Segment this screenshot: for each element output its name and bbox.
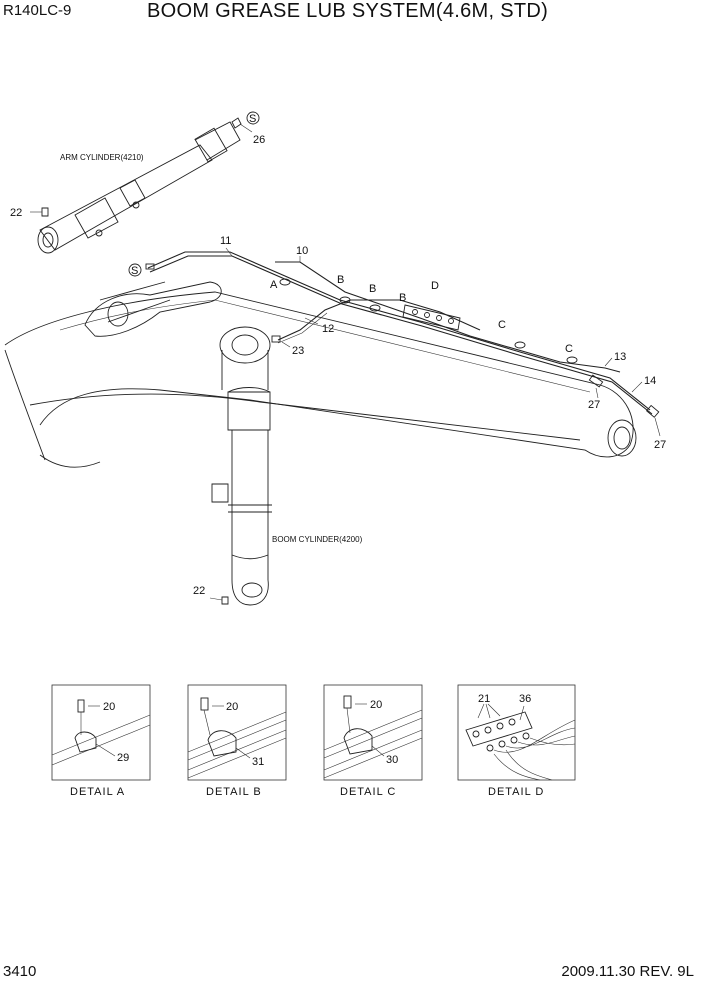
detail-a-part-29: 29 [117,752,129,764]
callout-10: 10 [296,245,308,257]
detail-d: 21 36 DETAIL D [457,684,576,798]
boom [4,281,637,468]
detail-b: 20 31 DETAIL B [187,684,287,798]
arm-cylinder [30,117,253,254]
section-mark-s1: S [249,113,256,125]
callout-27-left: 27 [588,399,600,411]
callout-14: 14 [644,375,656,387]
callout-22-top: 22 [10,207,22,219]
callout-12: 12 [322,323,334,335]
detail-b-part-20: 20 [226,701,238,713]
detail-b-part-31: 31 [252,756,264,768]
boom-cylinder [209,326,272,606]
detail-a-part-20: 20 [103,701,115,713]
arm-cylinder-label: ARM CYLINDER(4210) [60,153,144,162]
detail-c-part-20: 20 [370,699,382,711]
section-mark-c1: C [498,319,506,331]
detail-d-part-36: 36 [519,693,531,705]
section-mark-b2: B [369,283,376,295]
detail-b-title: DETAIL B [206,786,262,798]
boom-cylinder-label: BOOM CYLINDER(4200) [272,535,363,544]
callout-22-bottom: 22 [193,585,205,597]
section-mark-b1: B [337,274,344,286]
callout-11: 11 [220,235,231,247]
page-title: BOOM GREASE LUB SYSTEM(4.6M, STD) [147,0,549,22]
section-mark-c2: C [565,343,573,355]
callout-26: 26 [253,134,265,146]
detail-d-part-21: 21 [478,693,490,705]
detail-c-part-30: 30 [386,754,398,766]
detail-a: 20 29 DETAIL A [51,684,151,798]
s-circle-left [128,263,142,277]
s-circle-top [246,111,260,125]
detail-c: 20 30 DETAIL C [323,684,423,798]
revision-date: 2009.11.30 REV. 9L [561,963,694,980]
detail-a-title: DETAIL A [70,786,125,798]
callout-27-right: 27 [654,439,666,451]
section-mark-d: D [431,280,439,292]
section-mark-b3: B [399,292,406,304]
grease-lines [145,251,660,418]
callout-13: 13 [614,351,626,363]
section-mark-s2: S [131,265,138,277]
leader-lines [225,247,661,437]
detail-c-title: DETAIL C [340,786,396,798]
detail-d-title: DETAIL D [488,786,544,798]
page-number: 3410 [3,963,37,980]
model-code: R140LC-9 [3,2,72,19]
callout-23: 23 [292,345,304,357]
section-mark-a: A [270,279,278,291]
